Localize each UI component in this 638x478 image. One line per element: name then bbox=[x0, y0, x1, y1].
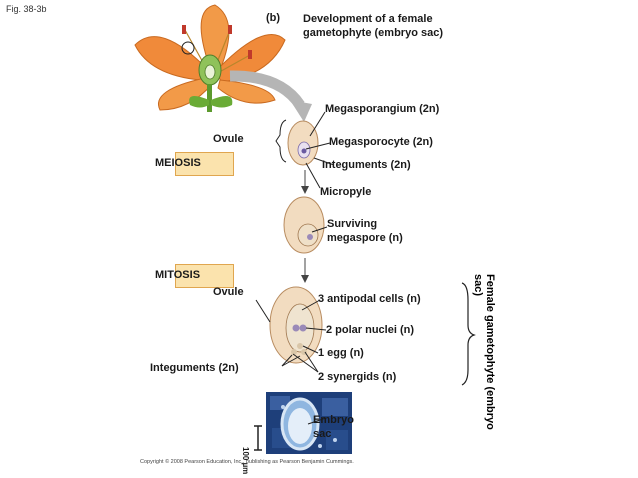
ovule-label-top: Ovule bbox=[213, 133, 244, 145]
ovule-label-bottom: Ovule bbox=[213, 286, 244, 298]
surviving-label-line1: Surviving bbox=[327, 218, 378, 230]
synergids-label: 2 synergids (n) bbox=[318, 371, 397, 383]
embryo-label-line1: Embryo bbox=[313, 414, 354, 426]
female-gametophyte-text: Female gametophyte (embryo sac) bbox=[472, 274, 496, 430]
megasporangium-label: Megasporangium (2n) bbox=[325, 103, 440, 115]
polar-nuclei-label: 2 polar nuclei (n) bbox=[326, 324, 415, 336]
megasporocyte-label: Megasporocyte (2n) bbox=[329, 136, 433, 148]
female-gametophyte-label: Female gametophyte (embryo sac) bbox=[470, 270, 510, 430]
surviving-label-line2: megaspore (n) bbox=[327, 232, 403, 244]
meiosis-label: MEIOSIS bbox=[155, 157, 201, 169]
embryo-label-line2: sac bbox=[313, 428, 332, 440]
figure-label: Fig. 38-3b bbox=[6, 4, 47, 14]
scale-bar bbox=[254, 425, 262, 451]
copyright-text: Copyright © 2008 Pearson Education, Inc.… bbox=[140, 459, 354, 465]
mitosis-box bbox=[175, 264, 234, 288]
egg-label: 1 egg (n) bbox=[318, 347, 364, 359]
lily-flower-illustration bbox=[134, 4, 286, 112]
antipodal-cells-label: 3 antipodal cells (n) bbox=[318, 293, 421, 305]
integuments-label-bottom: Integuments (2n) bbox=[150, 362, 239, 374]
panel-letter: (b) bbox=[266, 12, 281, 24]
meiosis-box bbox=[175, 152, 234, 176]
ovule-stage-1 bbox=[287, 120, 319, 166]
diagram-title: Development of a female gametophyte (emb… bbox=[303, 13, 443, 39]
integuments-label-top: Integuments (2n) bbox=[322, 159, 411, 171]
micropyle-label: Micropyle bbox=[320, 186, 372, 198]
ovule-stage-2 bbox=[283, 196, 325, 254]
embryo-sac-micrograph bbox=[266, 392, 352, 454]
mitosis-label: MITOSIS bbox=[155, 269, 201, 281]
